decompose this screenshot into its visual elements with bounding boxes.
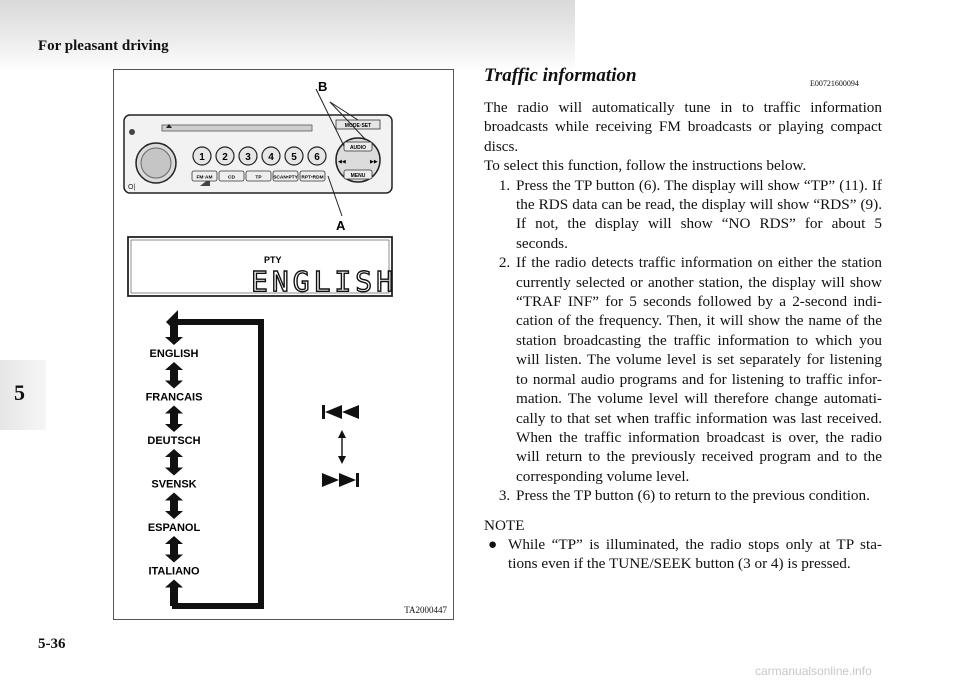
- function-button-label: CD: [228, 175, 235, 181]
- function-button-label: FM·AM: [197, 175, 213, 181]
- double-arrow-icon: [338, 430, 346, 464]
- callout-a: A: [336, 218, 346, 233]
- step-item: Press the TP button (6) to return to the…: [514, 486, 882, 505]
- preset-button-2: [215, 146, 235, 166]
- up-down-arrow-icon: [165, 536, 183, 563]
- svg-text:O|: O|: [128, 184, 135, 191]
- svg-text:◀◀: ◀◀: [338, 159, 346, 165]
- language-option: ENGLISH: [150, 348, 199, 360]
- preset-label: 4: [268, 152, 274, 163]
- section-title: Traffic information: [484, 65, 637, 86]
- display-value: ENGLISH: [251, 265, 397, 298]
- language-cycle: ENGLISH FRANCAIS DEUTSCH SVENSK ESPANOL ITALI…: [146, 310, 264, 609]
- preset-button-5: [284, 146, 304, 166]
- up-down-arrow-icon: [165, 492, 183, 519]
- preset-button-6: [307, 146, 327, 166]
- preset-label: 2: [222, 152, 228, 163]
- preset-button-1: [192, 146, 212, 166]
- skip-back-icon: [322, 405, 359, 419]
- note-label: NOTE: [484, 516, 525, 534]
- note-text: While “TP” is illuminated, the radio sto…: [508, 535, 882, 573]
- function-button-label: SCAN•PTY: [273, 175, 298, 181]
- radio-diagram: O| MODE·SET AUDIO MENU ◀◀ ▶▶ 1 2 3 4 5 6 FM·A…: [123, 79, 397, 609]
- function-button: [245, 170, 272, 182]
- preset-label: 5: [291, 152, 297, 163]
- function-button: [272, 170, 299, 182]
- preset-label: 3: [245, 152, 251, 163]
- mode-set-button: MODE·SET: [345, 123, 371, 129]
- step-item: Press the TP button (6). The display wil…: [514, 176, 882, 254]
- intro-paragraph: The radio will automatically tune in to …: [484, 99, 882, 155]
- language-option: ESPANOL: [148, 522, 201, 534]
- lead-paragraph: To select this function, follow the inst…: [484, 157, 807, 175]
- skip-forward-icon: [322, 473, 359, 487]
- audio-button: AUDIO: [350, 145, 366, 151]
- up-down-arrow-icon: [165, 405, 183, 432]
- bullet-icon: ●: [488, 535, 498, 553]
- radio-unit: O| MODE·SET AUDIO MENU ◀◀ ▶▶ 1 2 3 4 5 6 FM·A…: [123, 114, 393, 194]
- function-button-label: TP: [255, 175, 262, 181]
- note-item: ● While “TP” is illuminated, the radio s…: [484, 535, 882, 574]
- svg-text:▶▶: ▶▶: [370, 159, 378, 165]
- body-text: The radio will automatically tune in to …: [484, 98, 882, 574]
- function-button: [218, 170, 245, 182]
- preset-button-3: [238, 146, 258, 166]
- chapter-number: 5: [14, 380, 25, 405]
- up-arrow-icon: [165, 579, 183, 606]
- function-button-label: RPT•RDM: [301, 175, 323, 181]
- function-button: [191, 170, 218, 182]
- preset-label: 1: [199, 152, 205, 163]
- step-item: If the radio detects traffic information…: [514, 253, 882, 486]
- display-label: PTY: [264, 255, 282, 265]
- preset-label: 6: [314, 152, 320, 163]
- watermark: carmanualsonline.info: [755, 664, 872, 678]
- header-band: [0, 0, 575, 72]
- running-head: For pleasant driving: [38, 38, 169, 54]
- page-number: 5-36: [38, 636, 66, 652]
- steps-list: Press the TP button (6). The display wil…: [484, 176, 882, 506]
- function-button: [299, 170, 326, 182]
- preset-button-4: [261, 146, 281, 166]
- up-down-arrow-icon: [165, 362, 183, 389]
- pty-display: PTY ENGLISH: [127, 236, 397, 299]
- down-arrow-icon: [165, 322, 183, 345]
- language-option: FRANCAIS: [146, 392, 203, 404]
- menu-button: MENU: [351, 173, 366, 179]
- language-option: SVENSK: [151, 479, 196, 491]
- language-option: DEUTSCH: [147, 435, 200, 447]
- figure-box: O| MODE·SET AUDIO MENU ◀◀ ▶▶ 1 2 3 4 5 6 FM·A…: [113, 69, 454, 620]
- figure-code: TA2000447: [404, 605, 447, 615]
- section-code: E00721600094: [810, 79, 859, 88]
- language-option: ITALIANO: [148, 566, 200, 578]
- callout-b: B: [318, 79, 327, 94]
- chapter-tab: 5: [0, 360, 46, 430]
- up-down-arrow-icon: [165, 449, 183, 476]
